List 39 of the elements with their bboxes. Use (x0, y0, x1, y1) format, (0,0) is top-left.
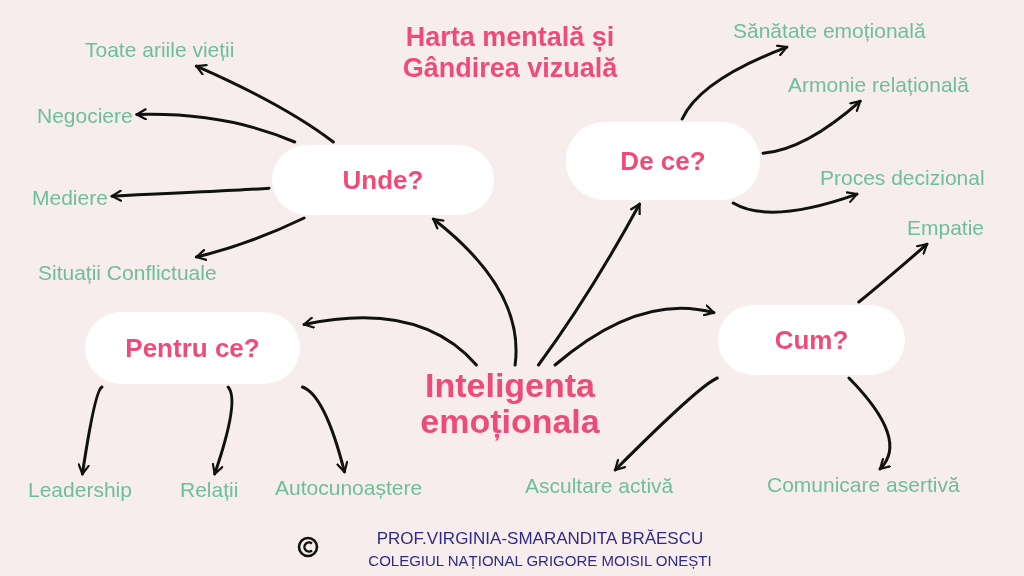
curved-arrow (431, 217, 518, 367)
topic-label: Comunicare asertivă (767, 473, 960, 498)
curved-arrow (110, 186, 271, 202)
topic-label: Situații Conflictuale (38, 261, 217, 286)
author-credit: PROF.VIRGINIA-SMARANDITA BRĂESCU (375, 529, 705, 549)
curved-arrow (553, 304, 716, 367)
question-label: De ce? (620, 145, 706, 177)
title: Harta mentală și Gândirea vizuală (401, 22, 619, 85)
topic-label: Armonie relațională (788, 73, 969, 98)
topic-label: Ascultare activă (525, 474, 674, 499)
curved-arrow (77, 385, 104, 476)
topic-label: Relații (180, 478, 239, 503)
topic-label: Autocunoaștere (275, 476, 423, 501)
topic-label: Mediere (32, 186, 108, 211)
curved-arrow (194, 64, 335, 144)
central-topic: Inteligenta emoționala (395, 368, 625, 440)
curved-arrow (537, 202, 642, 367)
curved-arrow (300, 385, 349, 474)
question-label: Pentru ce? (125, 332, 260, 364)
curved-arrow (211, 385, 234, 476)
curved-arrow (680, 44, 789, 121)
curved-arrow (847, 376, 892, 471)
curved-arrow (613, 376, 719, 472)
question-label: Unde? (342, 164, 424, 196)
curved-arrow (761, 99, 862, 155)
topic-label: Negociere (37, 104, 133, 129)
curved-arrow (135, 108, 297, 144)
topic-label: Toate ariile vieții (85, 38, 235, 63)
cloud-bubble (718, 305, 905, 375)
topic-label: Empatie (907, 216, 985, 241)
curved-arrow (194, 216, 306, 261)
curved-arrow (857, 242, 929, 304)
question-label: Cum? (774, 324, 849, 356)
topic-label: Sănătate emoțională (733, 19, 926, 44)
topic-label: Proces decizional (820, 166, 985, 191)
topic-label: Leadership (28, 478, 132, 503)
curved-arrow (731, 191, 859, 214)
curved-arrow (302, 316, 478, 367)
school-credit: COLEGIUL NAȚIONAL GRIGORE MOISIL ONEȘTI (367, 552, 713, 569)
